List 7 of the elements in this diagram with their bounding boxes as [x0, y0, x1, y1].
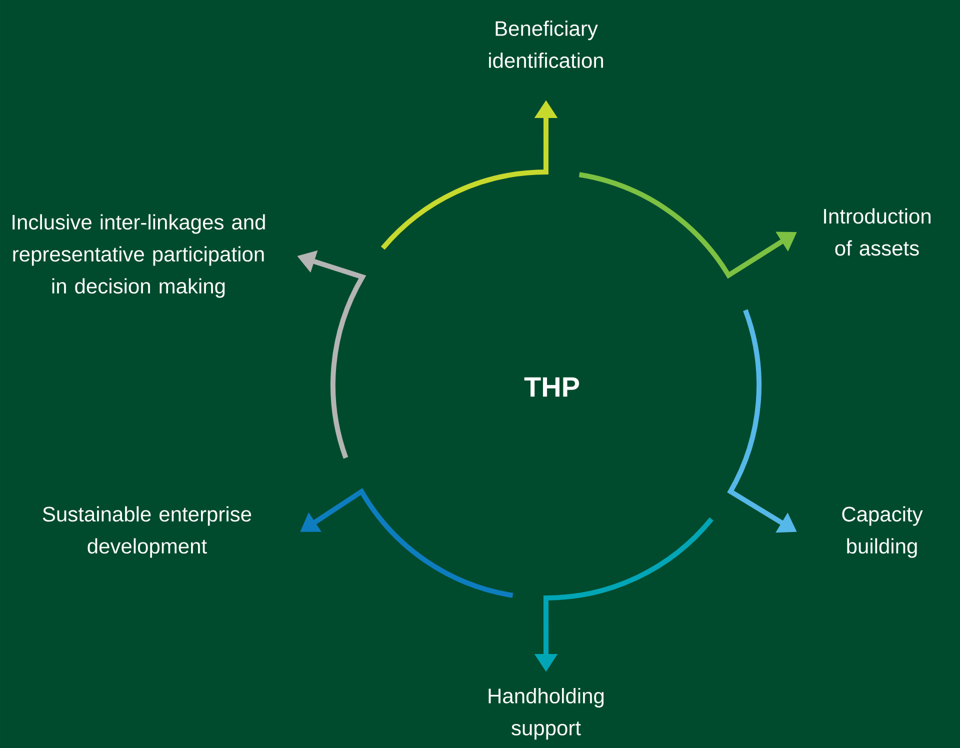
step-label: Beneficiary identification [489, 20, 603, 68]
step-label: Introduction of assets [824, 208, 930, 256]
step-label: Handholding support [488, 688, 604, 740]
step-label: Sustainable enterprise development [42, 506, 252, 558]
step-label: Capacity building [842, 506, 923, 558]
center-label: THP [524, 377, 580, 397]
step-label: Inclusive inter-linkages and representative participation in decision making [12, 214, 265, 298]
